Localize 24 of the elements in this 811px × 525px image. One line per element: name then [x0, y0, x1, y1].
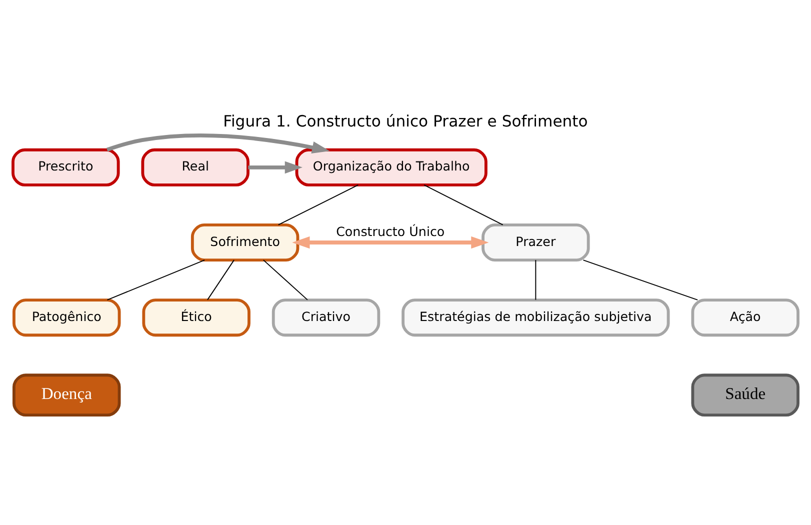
node-box: Sofrimento: [190, 223, 300, 262]
diagram-title: Figura 1. Constructo único Prazer e Sofrimento: [223, 112, 588, 130]
node-box: Estratégias de mobilização subjetiva: [402, 298, 670, 337]
connector: [582, 260, 698, 300]
arrow: [248, 161, 302, 174]
node-box: Saúde: [691, 374, 800, 417]
edge-label: Constructo Único: [336, 224, 445, 240]
arrow: [292, 236, 489, 249]
connector: [278, 184, 359, 226]
connector: [207, 260, 234, 300]
connector: [535, 260, 536, 300]
node-box: Real: [141, 148, 250, 186]
connector: [106, 260, 206, 300]
node-box: Prescrito: [12, 148, 120, 186]
node-box: Patogênico: [12, 298, 121, 337]
node-box: Ação: [691, 298, 800, 337]
node-box: Criativo: [272, 298, 380, 337]
node-box: Organização do Trabalho: [295, 148, 488, 186]
node-box: Prazer: [482, 223, 590, 262]
connector: [262, 260, 308, 300]
connector: [424, 184, 504, 226]
node-box: Doença: [12, 374, 121, 417]
node-box: Ético: [142, 298, 250, 337]
arrow: [106, 134, 330, 154]
